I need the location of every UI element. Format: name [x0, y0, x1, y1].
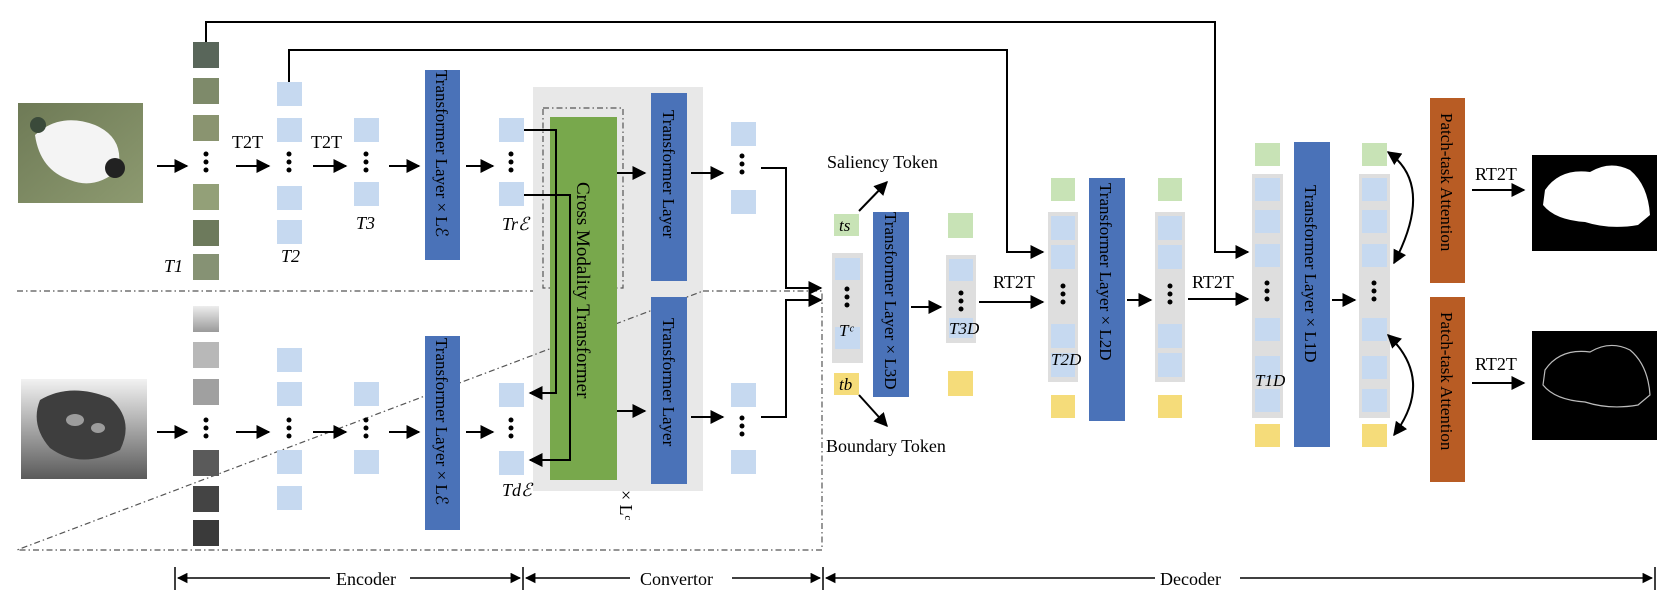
depth-patch-column: [193, 306, 219, 546]
convertor-stage-label: Convertor: [640, 569, 713, 589]
t3d-column: [946, 213, 976, 396]
t2d-column: [1048, 178, 1078, 418]
t1d-column: [1252, 143, 1283, 447]
attention-bottom-label: Patch-task Attention: [1437, 312, 1456, 451]
decoder-transformer-3: [873, 212, 909, 397]
t2-label: T2: [281, 246, 300, 266]
decoder-stage-label: Decoder: [1160, 569, 1221, 589]
td-label: Tdℰ: [502, 480, 534, 500]
depth-encoder-transformer: [425, 336, 460, 530]
encoder-stage-label: Encoder: [336, 569, 396, 589]
rgb-encoder-transformer: [425, 70, 460, 260]
t3d-label: T3D: [949, 319, 980, 338]
decoder-layer2-output: [1155, 178, 1185, 418]
cmt-label: Cross Modality Transformer: [572, 182, 593, 399]
ts-label: ts: [839, 216, 851, 235]
t3-label: T3: [356, 213, 375, 233]
convertor-upper-label: Transformer Layer: [659, 110, 678, 239]
rt2t-out-bottom-label: RT2T: [1475, 354, 1517, 374]
decoder-transformer-2: [1089, 178, 1125, 421]
t1-label: T1: [164, 256, 183, 276]
rgb-token-column-t2: [277, 82, 302, 244]
tr-label: Trℰ: [502, 214, 531, 234]
boundary-output-map: [1532, 331, 1657, 440]
depth-token-column-td: [499, 383, 524, 475]
depth-token-column-t2: [277, 348, 302, 510]
rgb-encoder-transformer-label: Transformer Layer × Lℰ: [432, 70, 451, 237]
t1d-label: T1D: [1255, 371, 1286, 390]
ellipsis-dots: [203, 151, 745, 439]
rgb-token-column-tr: [499, 118, 524, 206]
rgb-patch-column: [193, 42, 219, 280]
depth-input-image: [21, 379, 147, 479]
saliency-token-label: Saliency Token: [827, 152, 938, 172]
convertor-upper-transformer: [651, 93, 687, 281]
boundary-token-label: Boundary Token: [826, 436, 946, 456]
patch-task-attention-top: [1430, 98, 1465, 283]
decoder-transformer-2-label: Transformer Layer × L2D: [1096, 183, 1115, 361]
tc-label: Tᶜ: [839, 321, 854, 340]
rt2t-out-top-label: RT2T: [1475, 164, 1517, 184]
rt2t-1-label: RT2T: [993, 272, 1035, 292]
convertor-output-tokens: [731, 122, 756, 474]
attention-top-label: Patch-task Attention: [1437, 113, 1456, 252]
tc-column: [832, 214, 863, 395]
rgb-t2t-2-label: T2T: [311, 132, 342, 152]
connectors: [157, 21, 1526, 467]
rgb-token-column-t3: [354, 118, 379, 206]
tb-label: tb: [839, 375, 852, 394]
t2d-label: T2D: [1051, 350, 1082, 369]
patch-task-attention-bottom: [1430, 297, 1465, 482]
saliency-output-map: [1532, 155, 1657, 251]
decoder-transformer-1-label: Transformer Layer × L1D: [1301, 185, 1320, 363]
decoder-transformer-3-label: Transformer Layer × L3D: [881, 212, 900, 390]
convertor-lower-label: Transformer Layer: [659, 318, 678, 447]
convertor-repeat-label: × Lᶜ: [616, 490, 636, 521]
depth-token-column-t3: [354, 382, 379, 474]
rt2t-2-label: RT2T: [1192, 272, 1234, 292]
depth-branch-region: [16, 290, 823, 551]
convertor-lower-transformer: [651, 297, 687, 484]
cross-modality-transformer: [550, 117, 617, 480]
rgb-t2t-1-label: T2T: [232, 132, 263, 152]
depth-encoder-transformer-label: Transformer Layer × Lℰ: [432, 338, 451, 505]
stage-bar: [174, 567, 1656, 590]
decoder-transformer-1: [1294, 142, 1330, 447]
decoder-layer1-output: [1359, 143, 1390, 447]
rgb-input-image: [18, 103, 143, 203]
